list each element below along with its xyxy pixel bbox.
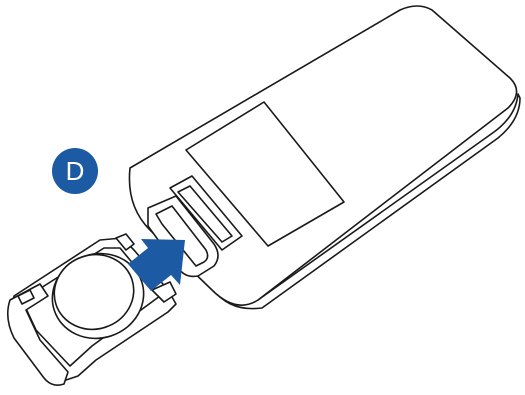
tray-front-lip [6,283,69,386]
remote-slot-inner [177,185,233,243]
remote-label-panel [185,101,345,247]
remote-tray-opening-inner [155,205,209,267]
step-badge: D [52,148,98,194]
tray-tab-top [115,233,135,251]
remote-control [128,5,521,310]
step-letter: D [65,156,85,186]
insert-arrow [128,239,185,291]
coin-cell-battery [51,252,145,340]
battery-face [53,253,135,331]
tray-tab-right [151,281,177,303]
tray-grip-notch [17,289,35,305]
